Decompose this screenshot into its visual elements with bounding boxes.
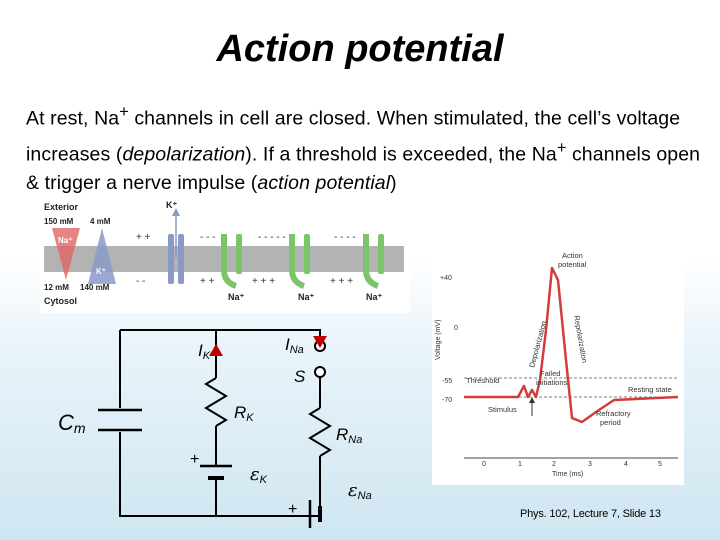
cytosol-label: Cytosol (44, 296, 77, 306)
circuit-wires (119, 329, 332, 517)
y-axis-label: Voltage (mV) (435, 320, 442, 360)
graph-svg: Voltage (mV) +40 0 -55 -70 0 1 2 3 4 5 T… (435, 251, 679, 478)
intro-sup-1: + (119, 103, 129, 121)
exterior-label: Exterior (44, 202, 79, 212)
y-tick-40: +40 (440, 275, 452, 282)
x-tick-1: 1 (518, 461, 522, 468)
x-tick-3: 3 (588, 461, 592, 468)
intro-paragraph: At rest, Na+ channels in cell are closed… (26, 98, 706, 198)
ena-label: εNa (348, 480, 372, 502)
peak-label-2: potential (558, 260, 587, 269)
charge-bottom-3: + + + (252, 276, 275, 287)
stimulus-label: Stimulus (488, 405, 517, 414)
ek-label: εK (250, 464, 268, 486)
failed-label-1: Failed (540, 369, 560, 378)
rk-resistor (204, 377, 228, 427)
conc-out-na: 150 mM (44, 217, 74, 226)
intro-text-1: At rest, Na (26, 107, 120, 130)
conc-in-k: 140 mM (80, 283, 110, 292)
rk-label: RK (234, 403, 254, 424)
action-potential-trace (464, 266, 679, 424)
na-channel-2 (289, 234, 306, 289)
peak-label-1: Action (562, 251, 583, 260)
charge-top-3: - - - - - (258, 232, 286, 243)
x-axis-label: Time (ms) (552, 471, 583, 478)
ena-plus: + (288, 501, 297, 518)
na-channel-1-wall (236, 234, 242, 274)
slide-footer: Phys. 102, Lecture 7, Slide 13 (520, 508, 661, 520)
charge-bottom-1: - - (136, 276, 145, 287)
x-tick-2: 2 (552, 461, 556, 468)
charge-top-1: + + (136, 232, 151, 243)
rna-resistor (308, 407, 332, 457)
action-potential-graph: Voltage (mV) +40 0 -55 -70 0 1 2 3 4 5 T… (432, 240, 684, 485)
ina-label: INa (285, 335, 304, 356)
membrane-diagram: Exterior 150 mM 4 mM Na⁺ K⁺ 12 mM 140 mM… (40, 198, 410, 313)
na-channel-3-label: Na⁺ (366, 292, 383, 302)
charge-top-4: - - - - (334, 232, 356, 243)
conc-in-na: 12 mM (44, 283, 69, 292)
slide-title: Action potential (216, 28, 504, 70)
threshold-label: Threshold (466, 376, 499, 385)
intro-text-2: channels in cell are closed. When stimul… (26, 107, 681, 166)
na-channel-3-wall (378, 234, 384, 274)
rna-label: RNa (336, 425, 362, 446)
stimulus-arrowhead (529, 397, 535, 403)
ina-arrow (313, 336, 327, 348)
switch-label: S (294, 367, 306, 386)
resting-state-label: Resting state (628, 385, 672, 394)
top-wire (120, 329, 321, 346)
k-gradient (88, 228, 116, 284)
na-channel-1 (221, 234, 238, 289)
k-channel-right (178, 234, 184, 284)
na-gradient-label: Na⁺ (58, 236, 72, 245)
switch-terminal-top (314, 340, 326, 352)
failed-label-2: initiations (536, 378, 568, 387)
charge-top-2: - - - (200, 232, 216, 243)
intro-text-5: ) (390, 172, 397, 194)
intro-sup-2: + (556, 138, 567, 157)
y-tick-70: -70 (442, 397, 452, 404)
charge-bottom-2: + + (200, 276, 215, 287)
refractory-label-2: period (600, 418, 621, 427)
k-gradient-label: K⁺ (96, 267, 106, 276)
k-channel-left (168, 234, 174, 284)
ik-label: IK (198, 341, 211, 362)
intro-term-action-potential: action potential (257, 172, 391, 194)
intro-text-3: ). If a threshold is exceeded, the Na (245, 143, 557, 165)
na-channel-2-wall (304, 234, 310, 274)
x-tick-0: 0 (482, 461, 486, 468)
cm-label: Cm (58, 410, 86, 436)
k-flow-arrowhead (172, 208, 180, 216)
cap-wire-bottom (119, 432, 320, 517)
x-tick-4: 4 (624, 461, 628, 468)
conc-out-k: 4 mM (90, 217, 111, 226)
x-tick-5: 5 (658, 461, 662, 468)
ik-arrow (209, 344, 223, 356)
switch-terminal-bottom (314, 366, 326, 378)
na-channel-2-label: Na⁺ (298, 292, 315, 302)
intro-term-depolarization: depolarization (122, 143, 246, 165)
charge-bottom-4: + + + (330, 276, 353, 287)
y-tick-0: 0 (454, 325, 458, 332)
na-channel-3 (363, 234, 380, 289)
na-gradient (52, 228, 80, 280)
intro-text-4: channels open & trigger a nerve impulse … (26, 143, 701, 194)
y-tick-55: -55 (442, 378, 452, 385)
k-channel-label: K⁺ (166, 200, 177, 210)
refractory-label-1: Refractory (596, 409, 631, 418)
na-channel-1-label: Na⁺ (228, 292, 245, 302)
repolarization-label: Repolarization (572, 315, 589, 364)
ek-plus: + (190, 451, 199, 468)
